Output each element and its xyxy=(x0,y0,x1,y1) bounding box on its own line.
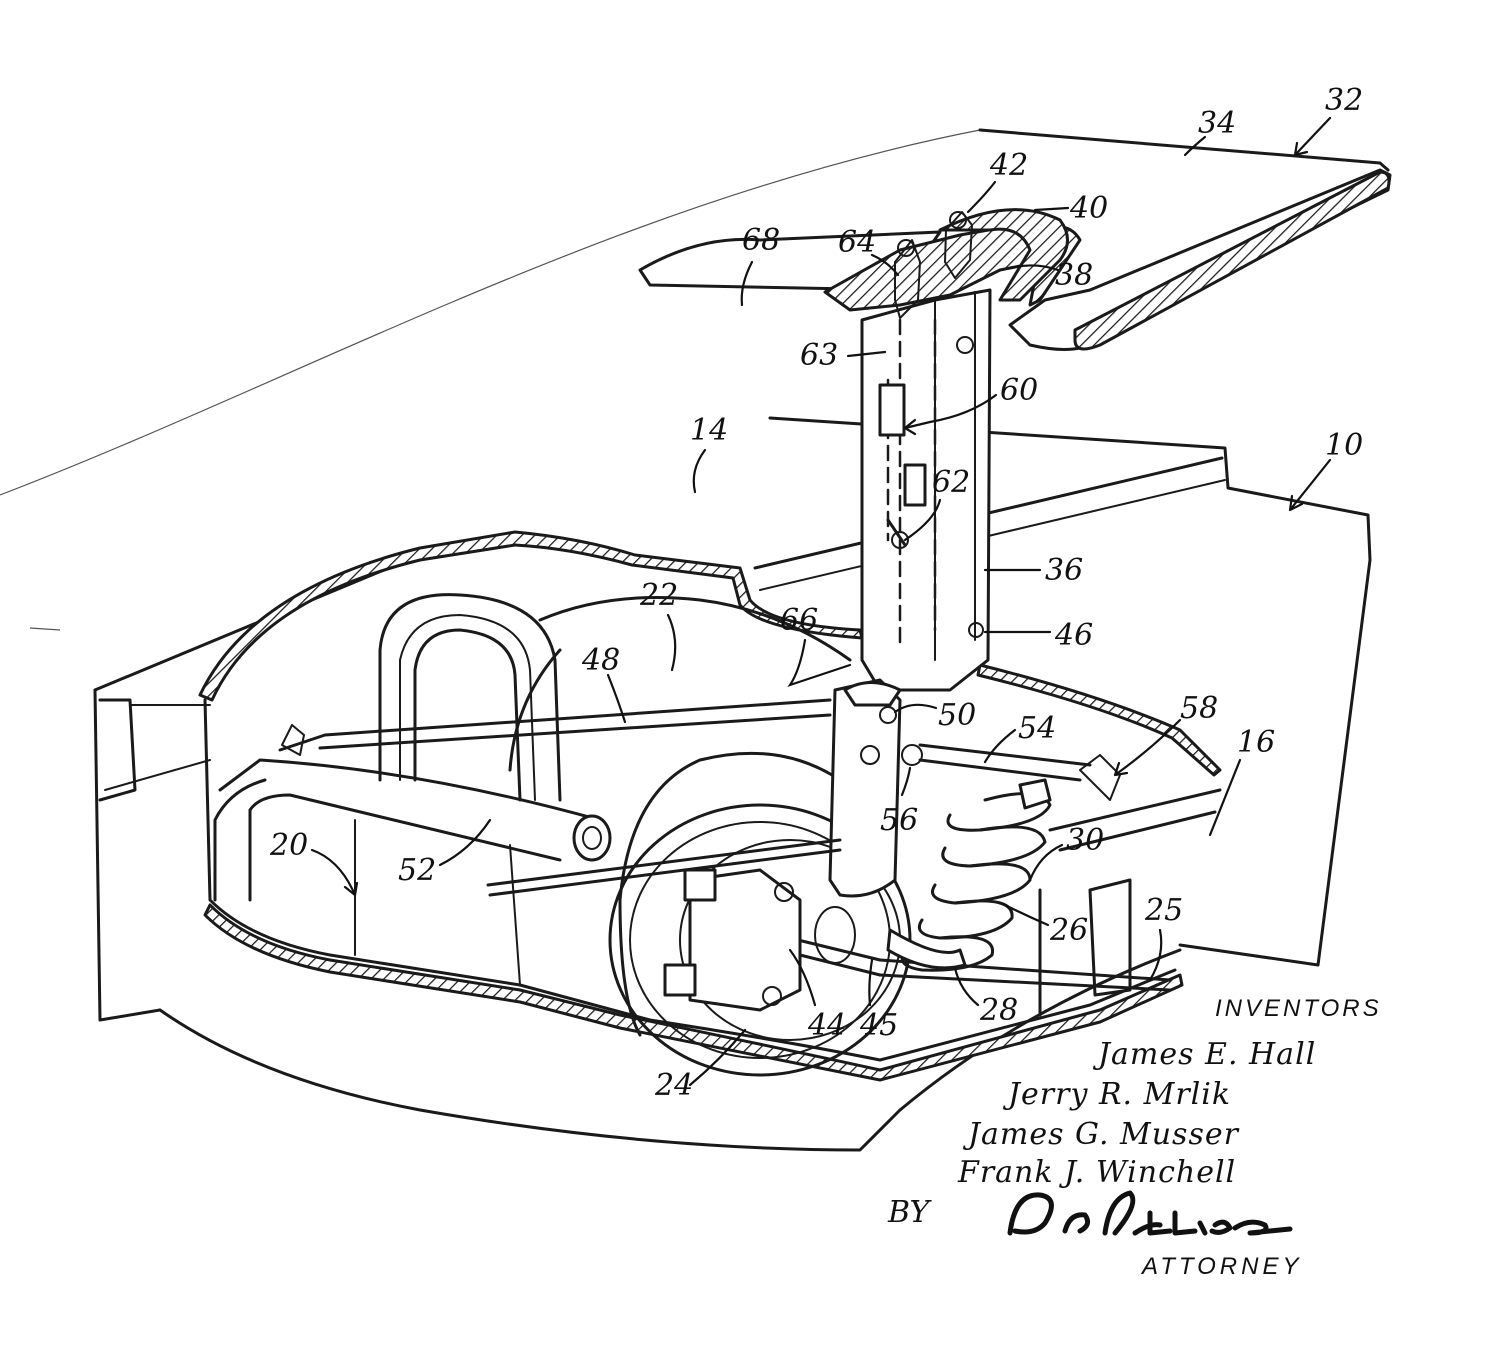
ref-14: 14 xyxy=(690,413,728,448)
ref-30: 30 xyxy=(1066,823,1104,858)
inventors-title: INVENTORS xyxy=(1215,995,1382,1022)
ref-56: 56 xyxy=(880,803,918,838)
trunk-shell xyxy=(198,530,1222,1082)
reference-numerals: 10 14 16 20 22 24 25 26 28 30 32 34 36 3… xyxy=(269,83,1363,1103)
stray-mark xyxy=(29,627,61,631)
ref-40: 40 xyxy=(1069,191,1108,226)
inventor-name-4: Frank J. Winchell xyxy=(958,1155,1237,1190)
ref-42: 42 xyxy=(989,148,1028,183)
ref-44: 44 xyxy=(807,1008,846,1043)
ref-62: 62 xyxy=(932,465,970,500)
by-label: BY xyxy=(888,1195,930,1230)
ref-54: 54 xyxy=(1018,711,1056,746)
ref-22: 22 xyxy=(639,578,678,613)
ref-63: 63 xyxy=(800,338,838,373)
attorney-label: ATTORNEY xyxy=(1142,1253,1303,1280)
ref-28: 28 xyxy=(979,993,1018,1028)
ref-16: 16 xyxy=(1237,725,1275,760)
ref-66: 66 xyxy=(780,603,818,638)
inventor-name-2: Jerry R. Mrlik xyxy=(1008,1077,1232,1112)
ref-46: 46 xyxy=(1054,618,1093,653)
wheel-assembly xyxy=(508,596,923,1077)
ref-64: 64 xyxy=(838,225,876,260)
deck-panel xyxy=(638,168,1392,351)
coil-spring xyxy=(886,778,1052,972)
ref-58: 58 xyxy=(1180,691,1218,726)
inventor-name-3: James G. Musser xyxy=(968,1117,1239,1152)
inventor-signature-block: INVENTORS James E. Hall Jerry R. Mrlik J… xyxy=(880,995,1440,1295)
ref-60: 60 xyxy=(1000,373,1038,408)
ref-38: 38 xyxy=(1055,258,1093,293)
ref-48: 48 xyxy=(581,643,620,678)
ref-36: 36 xyxy=(1045,553,1083,588)
ref-50: 50 xyxy=(938,698,976,733)
ref-25: 25 xyxy=(1144,893,1183,928)
control-arm xyxy=(213,593,612,986)
ref-32: 32 xyxy=(1325,83,1363,118)
ref-52: 52 xyxy=(398,853,436,888)
ref-34: 34 xyxy=(1198,106,1236,141)
ref-20: 20 xyxy=(269,828,308,863)
inventor-name-1: James E. Hall xyxy=(1098,1037,1317,1072)
ref-10: 10 xyxy=(1325,428,1363,463)
ref-68: 68 xyxy=(742,223,780,258)
strut-column xyxy=(860,211,992,692)
ref-24: 24 xyxy=(654,1068,693,1103)
ref-45: 45 xyxy=(859,1008,898,1043)
roof-line xyxy=(0,129,981,496)
attorney-signature xyxy=(1007,1190,1293,1236)
ref-26: 26 xyxy=(1049,913,1088,948)
